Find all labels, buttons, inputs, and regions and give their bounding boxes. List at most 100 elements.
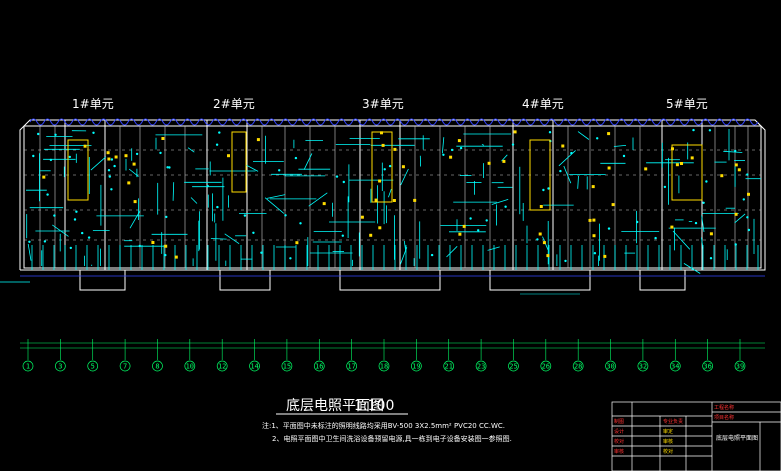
- fixture-box: [378, 179, 382, 183]
- light-point: [216, 205, 219, 209]
- wire-segment: [129, 210, 141, 229]
- light-point: [284, 214, 287, 217]
- wire-segment: [481, 144, 485, 146]
- light-point: [511, 143, 515, 146]
- light-point: [135, 152, 139, 156]
- fixture-box: [462, 224, 466, 228]
- fixture-box: [83, 144, 87, 148]
- axis-number: 21: [445, 363, 453, 371]
- wire-segment: [246, 164, 259, 172]
- light-point: [746, 216, 749, 219]
- axis-bubble: [378, 360, 390, 372]
- axis-number: 32: [639, 363, 647, 371]
- light-point: [485, 219, 488, 222]
- wire-segment: [446, 246, 458, 258]
- fixture-box: [124, 154, 128, 158]
- light-point: [43, 240, 47, 243]
- roof-wave-path: [29, 118, 759, 126]
- fixture-box: [675, 163, 679, 167]
- light-point: [559, 169, 562, 173]
- wire-segment: [563, 165, 572, 184]
- wire-segment: [388, 188, 392, 198]
- fixture-box: [720, 174, 724, 178]
- light-point: [622, 154, 626, 158]
- light-point: [459, 146, 463, 150]
- fixture-box: [295, 241, 299, 245]
- light-point: [92, 131, 95, 134]
- light-point: [746, 173, 749, 176]
- light-point: [708, 129, 712, 132]
- axis-bubble: [605, 360, 616, 372]
- axis-bubble: [508, 360, 519, 372]
- drawing-scale: 1:100: [354, 398, 394, 414]
- fixture-box: [369, 233, 373, 237]
- fixture-box: [322, 202, 326, 206]
- unit-label-4: 4#单元: [522, 97, 564, 111]
- fixture-box: [607, 166, 611, 170]
- axis-number: 23: [477, 363, 485, 371]
- light-point: [166, 166, 169, 169]
- light-point: [107, 169, 111, 172]
- axis-number: 36: [703, 363, 711, 371]
- axis-bubble: [734, 360, 746, 372]
- roof-outline: [29, 118, 759, 126]
- unit-label-2: 2#单元: [213, 97, 255, 111]
- unit-label-5: 5#单元: [666, 97, 708, 111]
- fixture-box: [449, 155, 453, 159]
- fixture-box: [603, 254, 607, 258]
- light-point: [469, 217, 472, 220]
- tb-mid-0: 专业负责: [663, 418, 683, 425]
- light-point: [702, 201, 705, 204]
- axis-bubble: [411, 360, 422, 372]
- wire-segment: [27, 244, 32, 261]
- fixture-box: [161, 137, 165, 140]
- axis-bubble: [184, 360, 196, 372]
- light-point: [342, 180, 345, 184]
- fixture-box: [513, 130, 517, 134]
- light-point: [110, 188, 113, 191]
- wire-segment: [52, 224, 69, 237]
- light-point: [442, 153, 445, 156]
- note-2: 2、电照平面图中卫生间洗浴设备预留电源,具一栋到电子设备安装图一参照图.: [272, 434, 512, 443]
- light-point: [168, 166, 171, 169]
- fixture-box: [487, 161, 491, 165]
- axis-bubble: [637, 360, 649, 372]
- fixture-box: [592, 218, 596, 222]
- light-point: [536, 238, 539, 241]
- fixture-box: [591, 185, 595, 189]
- wire-segment: [734, 213, 746, 224]
- axis-bubble: [281, 360, 293, 372]
- stair-fixture: [231, 131, 247, 193]
- fixture-box: [734, 212, 738, 216]
- light-point: [742, 198, 745, 201]
- fixture-box: [133, 200, 137, 204]
- light-point: [108, 175, 112, 178]
- fixture-box: [360, 215, 364, 219]
- fixture-box: [538, 232, 542, 236]
- axis-number: 26: [542, 363, 550, 371]
- fixture-box: [227, 154, 230, 158]
- light-point: [81, 231, 84, 235]
- axis-bubble: [443, 360, 455, 372]
- dimension-line: [20, 342, 765, 349]
- tb-mid-1: 审定: [663, 428, 673, 435]
- light-point: [159, 151, 162, 155]
- axis-number: 39: [736, 363, 744, 371]
- light-point: [705, 180, 708, 183]
- fixture-box: [680, 162, 683, 165]
- tb-left-1: 设计: [614, 428, 624, 435]
- light-point: [206, 184, 209, 188]
- wire-segment: [90, 156, 107, 171]
- axis-bubble: [249, 360, 260, 372]
- fixture-box: [458, 232, 462, 236]
- fixture-box: [107, 157, 111, 161]
- axis-bubble: [313, 360, 325, 372]
- tb-left-2: 校对: [614, 438, 624, 445]
- fixture-box: [644, 167, 648, 171]
- lighting-fixtures: [28, 128, 751, 263]
- fixture-box: [374, 198, 378, 202]
- wire-segment: [190, 197, 198, 204]
- light-point: [709, 257, 713, 260]
